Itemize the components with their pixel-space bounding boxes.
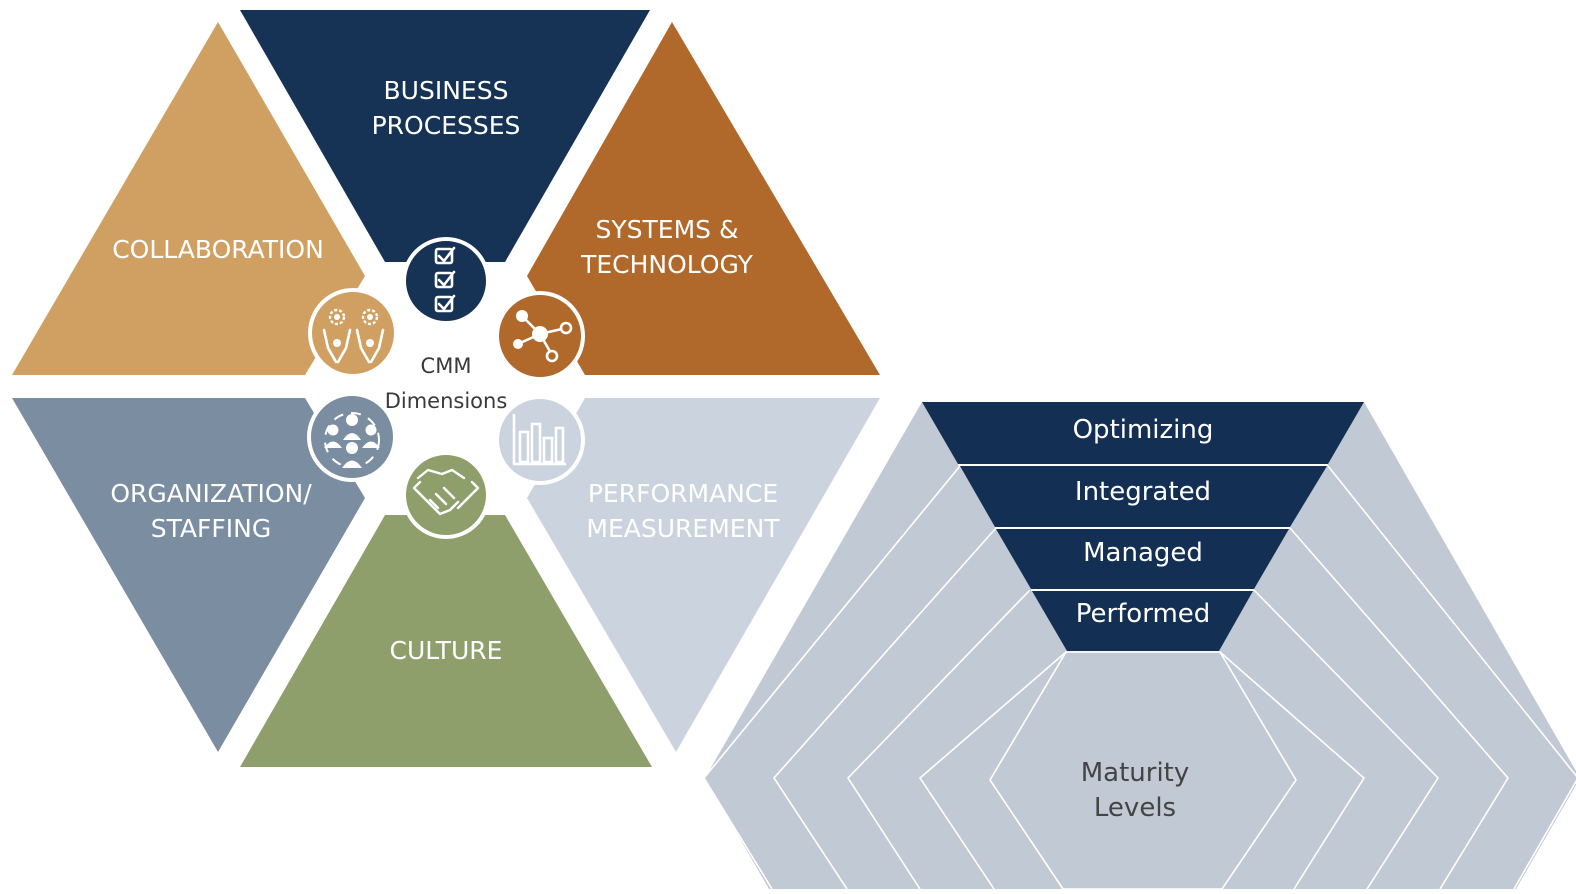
center-label-line2: Dimensions bbox=[385, 389, 508, 413]
segment-label-line: PERFORMANCE bbox=[588, 479, 778, 508]
network-icon bbox=[495, 291, 585, 381]
bar-chart-icon bbox=[495, 395, 585, 485]
collaboration-gears-icon bbox=[308, 288, 398, 378]
level-optimizing: Optimizing bbox=[922, 402, 1364, 464]
segment-business-processes: BUSINESS PROCESSES bbox=[240, 10, 650, 262]
level-managed: Managed bbox=[996, 529, 1289, 589]
maturity-core-label-line1: Maturity bbox=[1081, 758, 1190, 788]
segment-culture: CULTURE bbox=[240, 515, 652, 767]
level-label: Performed bbox=[1076, 599, 1211, 629]
level-integrated: Integrated bbox=[960, 466, 1327, 527]
level-label: Integrated bbox=[1075, 477, 1211, 507]
level-label: Optimizing bbox=[1073, 415, 1214, 445]
maturity-core-label-line2: Levels bbox=[1094, 793, 1176, 823]
checklist-icon bbox=[402, 237, 490, 325]
segment-collaboration: COLLABORATION bbox=[12, 22, 365, 375]
segment-label-line: STAFFING bbox=[151, 514, 272, 543]
cmm-dimensions-hexagon: BUSINESS PROCESSES SYSTEMS & TECHNOLOGY … bbox=[12, 10, 880, 767]
segment-label-line: COLLABORATION bbox=[112, 235, 324, 264]
segment-label-line: MEASUREMENT bbox=[586, 514, 780, 543]
maturity-band-lines bbox=[703, 465, 1576, 890]
maturity-levels-diagram: Optimizing Integrated Managed Performed … bbox=[703, 402, 1576, 890]
segment-label-line: TECHNOLOGY bbox=[580, 250, 754, 279]
level-performed: Performed bbox=[1032, 591, 1253, 651]
segment-label-line: CULTURE bbox=[390, 636, 503, 665]
segment-performance-measurement: PERFORMANCE MEASUREMENT bbox=[527, 398, 880, 752]
center-label-line1: CMM bbox=[421, 354, 472, 378]
segment-label-line: ORGANIZATION/ bbox=[110, 479, 312, 508]
people-group-icon bbox=[307, 392, 397, 482]
segment-organization-staffing: ORGANIZATION/ STAFFING bbox=[12, 398, 365, 752]
segment-label-line: BUSINESS bbox=[384, 76, 509, 105]
segment-label-line: PROCESSES bbox=[372, 111, 521, 140]
handshake-icon bbox=[402, 451, 490, 539]
segment-label-line: SYSTEMS & bbox=[596, 215, 739, 244]
level-label: Managed bbox=[1083, 538, 1203, 568]
segment-systems-technology: SYSTEMS & TECHNOLOGY bbox=[527, 22, 880, 375]
